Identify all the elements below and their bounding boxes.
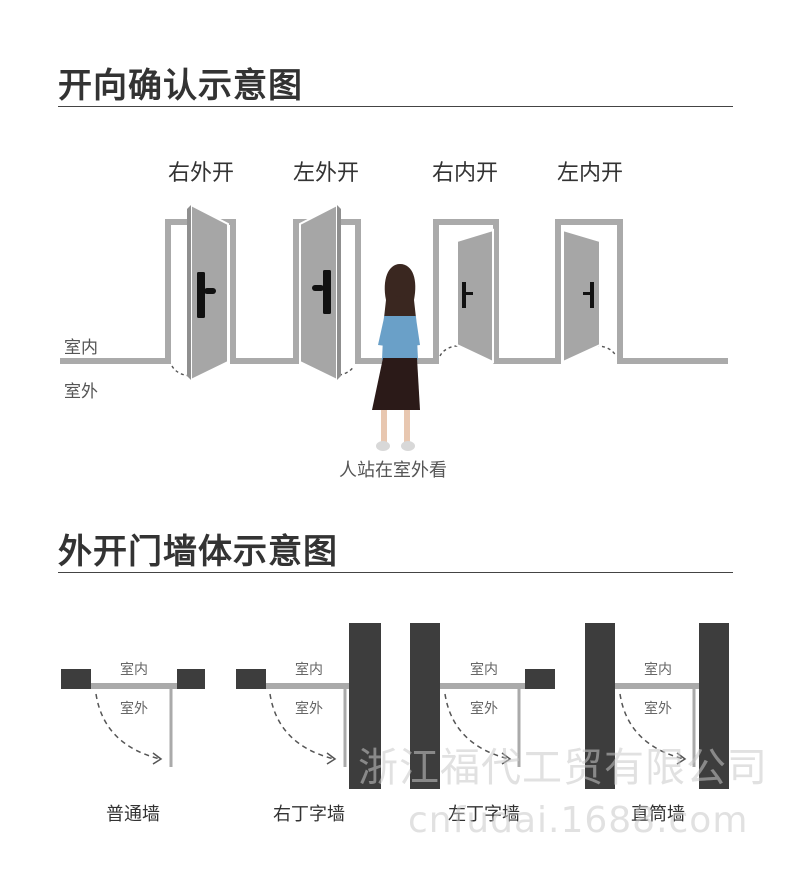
wall-diagram-straight: [585, 623, 729, 789]
indoor-label-normal: 室内: [120, 662, 148, 678]
wall-block: [410, 623, 440, 789]
door-swing-arc: [619, 693, 685, 760]
door-label-right-inward: 右内开: [431, 161, 499, 186]
section-title-wall-types: 外开门墙体示意图: [58, 532, 338, 572]
door-frame-line: [615, 683, 699, 689]
wall-block: [525, 669, 555, 689]
outdoor-label-normal: 室外: [120, 701, 148, 717]
arrow-icon: [326, 752, 337, 765]
indoor-label-left-t: 室内: [470, 662, 498, 678]
wall-type-normal: 普通墙: [106, 804, 160, 825]
door-panel: [456, 228, 494, 364]
door-swing-arc: [444, 693, 510, 760]
wall-type-left-t: 左丁字墙: [448, 804, 520, 825]
indoor-label-right-t: 室内: [295, 662, 323, 678]
indoor-label: 室内: [64, 338, 98, 358]
door-frame-line: [91, 683, 177, 689]
door-swing-arc: [95, 693, 161, 760]
wall-block: [585, 623, 615, 789]
outdoor-label-left-t: 室外: [470, 701, 498, 717]
door-left-inward: [562, 228, 617, 364]
door-left-outward: [299, 203, 355, 382]
door-frame-line: [440, 683, 525, 689]
door-right-outward: [171, 203, 229, 382]
wall-diagram-right-t: [236, 623, 381, 789]
door-label-right-outward: 右外开: [167, 161, 235, 186]
door-frame-line: [266, 683, 349, 689]
door-label-left-inward: 左内开: [556, 161, 624, 186]
door-handle-icon: [590, 282, 594, 308]
door-panel: [299, 203, 338, 382]
arrow-icon: [152, 752, 163, 765]
wall-block: [699, 623, 729, 789]
door-handle-icon: [323, 270, 331, 314]
wall-block: [236, 669, 266, 689]
door-handle-icon: [462, 282, 466, 308]
wall-block: [61, 669, 91, 689]
wall-type-straight: 直筒墙: [631, 804, 685, 825]
wall-diagram-left-t: [410, 623, 555, 789]
arrow-icon: [676, 752, 687, 765]
wall-block: [349, 623, 381, 789]
outdoor-label-straight: 室外: [644, 701, 672, 717]
wall-diagram-normal: [61, 669, 205, 767]
door-swing-arc: [439, 345, 462, 357]
door-handle-icon: [197, 272, 205, 318]
arrow-icon: [501, 752, 512, 765]
watermark-company: 浙江福代工贸有限公司: [358, 745, 768, 791]
section-divider: [58, 106, 733, 107]
viewer-caption: 人站在室外看: [339, 460, 447, 481]
door-swing-arc: [269, 693, 335, 760]
person-figure-icon: [372, 264, 420, 451]
wall-type-right-t: 右丁字墙: [273, 804, 345, 825]
watermark-url: cnfudai.1688.com: [408, 800, 749, 841]
section-title-door-direction: 开向确认示意图: [58, 66, 303, 106]
outdoor-label: 室外: [64, 382, 98, 402]
outdoor-label-right-t: 室外: [295, 701, 323, 717]
door-right-inward: [439, 228, 494, 364]
door-panel: [562, 228, 601, 364]
door-swing-arc: [595, 345, 617, 357]
wall-block: [177, 669, 205, 689]
indoor-label-straight: 室内: [644, 662, 672, 678]
door-label-left-outward: 左外开: [292, 161, 360, 186]
section-divider: [58, 572, 733, 573]
